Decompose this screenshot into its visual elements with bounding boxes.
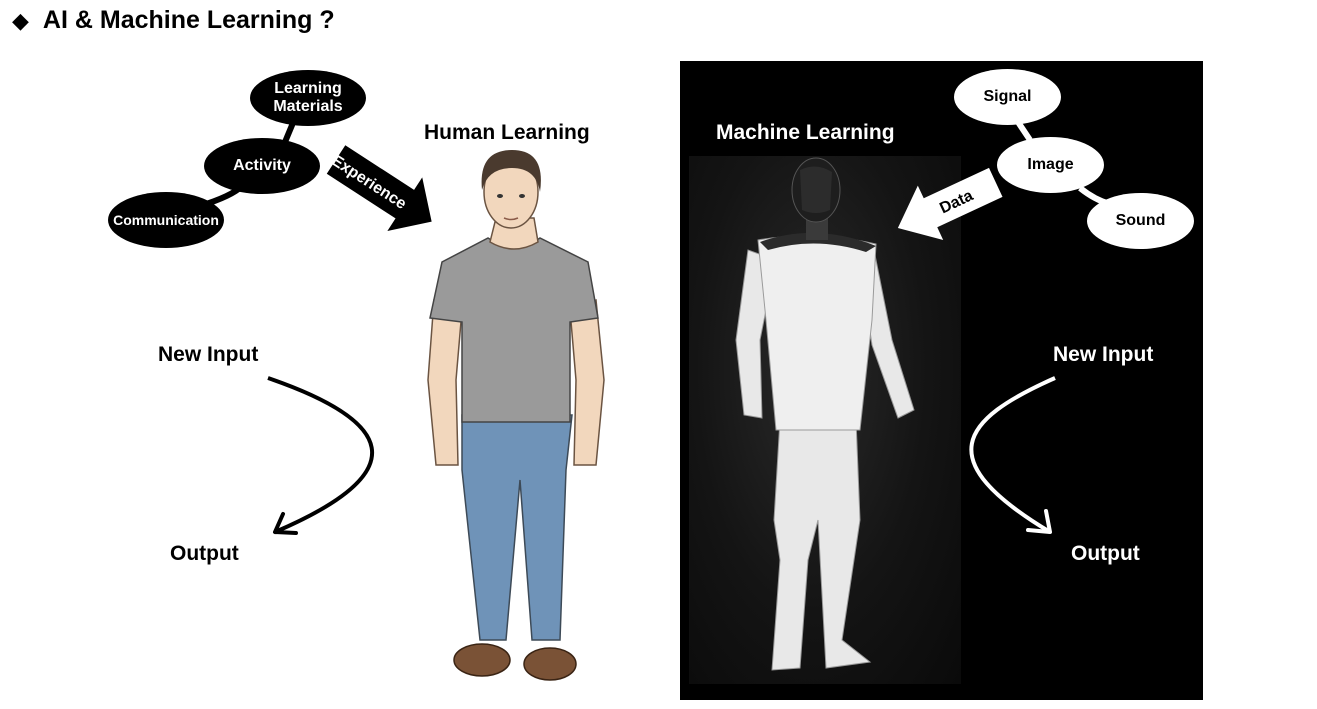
machine-curve-arrowhead	[1026, 509, 1052, 534]
data-arrow: Data	[897, 167, 1003, 240]
human-output-label: Output	[170, 542, 239, 565]
human-new-input-label: New Input	[158, 343, 259, 366]
human-curve-arrow	[267, 376, 375, 534]
bubble-learning-materials: Learning Materials	[250, 70, 366, 126]
diamond-bullet-icon: ◆	[12, 7, 29, 33]
bubble-sound: Sound	[1087, 193, 1194, 249]
bubble-signal: Signal	[954, 69, 1061, 125]
machine-new-input-label: New Input	[1053, 343, 1154, 366]
page-title-text: AI & Machine Learning ?	[42, 6, 335, 34]
human-curve-arrowhead	[273, 512, 298, 535]
machine-output-label: Output	[1071, 542, 1140, 565]
page-title: ◆ AI & Machine Learning ?	[12, 6, 335, 35]
experience-arrow: Experience	[326, 145, 432, 231]
machine-curve-arrow	[969, 376, 1056, 534]
human-learning-heading: Human Learning	[424, 121, 590, 144]
machine-learning-heading: Machine Learning	[716, 121, 895, 144]
robot-figure	[735, 157, 915, 671]
connector-signal-image	[1015, 120, 1033, 142]
human-figure	[427, 150, 605, 681]
bubble-activity: Activity	[204, 138, 320, 194]
bubble-communication: Communication	[108, 192, 224, 248]
bubble-image: Image	[997, 137, 1104, 193]
